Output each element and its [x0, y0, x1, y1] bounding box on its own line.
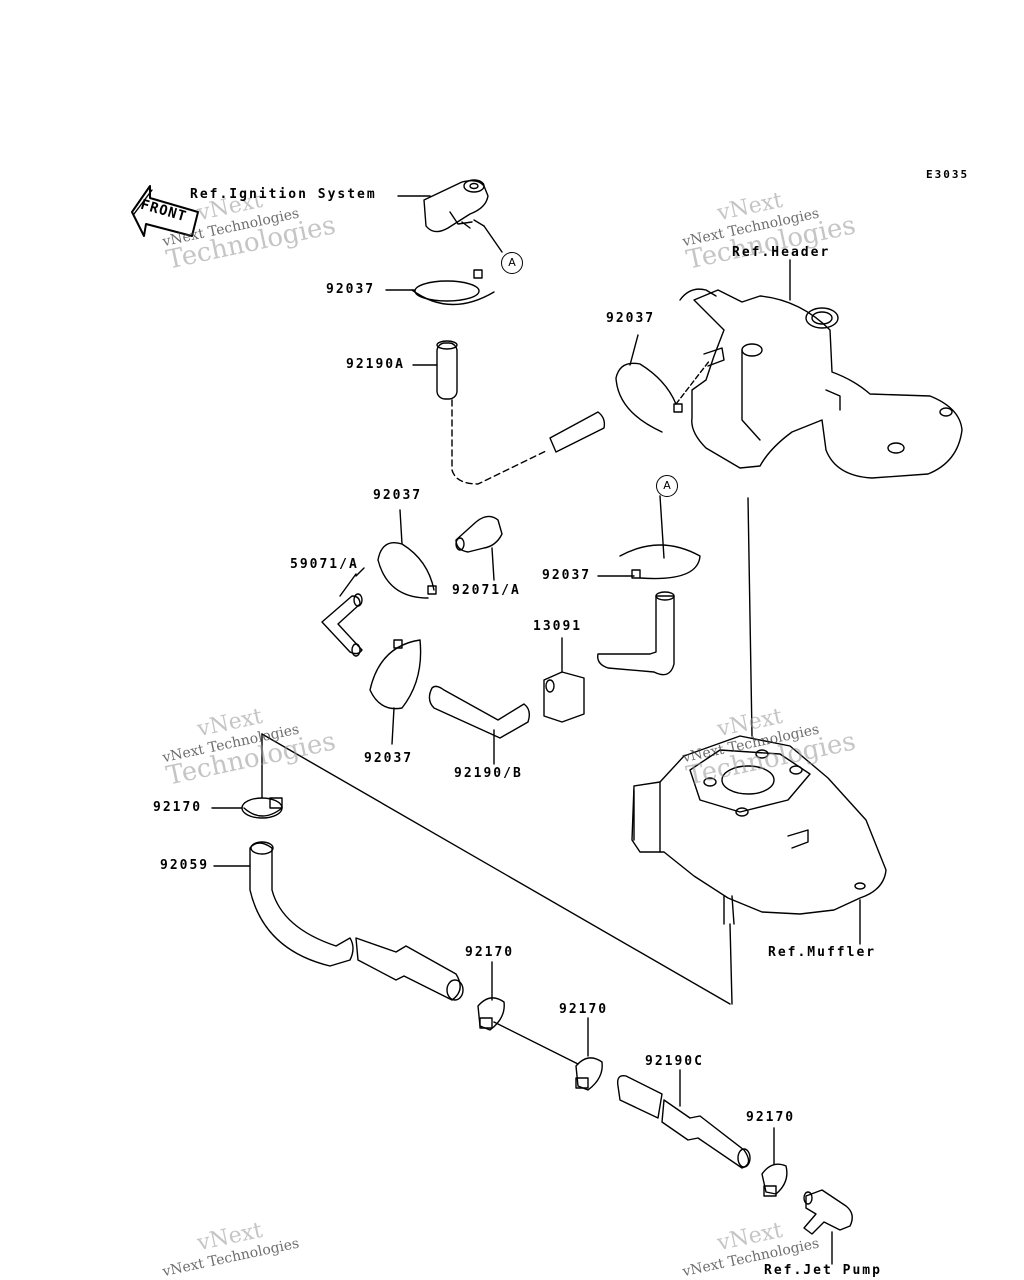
part-label-92190b: 92190/B — [454, 766, 523, 781]
part-label-92037: 92037 — [606, 311, 656, 326]
part-label-92037: 92037 — [542, 568, 592, 583]
part-label-92170: 92170 — [559, 1002, 609, 1017]
band-92037-mid-left — [377, 509, 437, 599]
fitting-92071a — [455, 515, 503, 581]
part-label-92037: 92037 — [364, 751, 414, 766]
hose-92190a — [412, 340, 606, 485]
ref-muffler-label: Ref.Muffler — [768, 945, 877, 960]
hose-92190b — [428, 685, 531, 765]
clamp-92170-d — [761, 1127, 788, 1197]
callout-a-top: A — [501, 252, 523, 274]
band-92037-mid-right — [597, 495, 701, 580]
part-label-92190a: 92190A — [346, 357, 405, 372]
part-label-92170: 92170 — [153, 800, 203, 815]
part-label-92170: 92170 — [746, 1110, 796, 1125]
plug-13091 — [543, 637, 585, 723]
band-92037-top — [385, 269, 495, 306]
pipe-59071a — [321, 573, 363, 657]
ref-header-label: Ref.Header — [732, 245, 831, 260]
muffler-part — [631, 735, 887, 1005]
header-part — [679, 259, 963, 479]
part-label-92059: 92059 — [160, 858, 210, 873]
ref-ignition-label: Ref.Ignition System — [190, 187, 377, 202]
part-label-92037: 92037 — [373, 488, 423, 503]
clamp-92170-a — [211, 797, 283, 819]
hose-right — [597, 591, 675, 676]
part-label-92037: 92037 — [326, 282, 376, 297]
part-label-92170: 92170 — [465, 945, 515, 960]
clamp-92170-c — [575, 1017, 603, 1091]
band-92037-lower — [369, 639, 422, 745]
part-label-13091: 13091 — [533, 619, 583, 634]
front-arrow-icon — [131, 185, 199, 237]
diagram-code: E3035 — [926, 168, 970, 181]
ref-jet-pump-label: Ref.Jet Pump — [764, 1263, 882, 1278]
ignition-connector — [423, 179, 503, 253]
clamp-92170-b — [477, 961, 505, 1031]
part-label-92071a: 92071/A — [452, 583, 521, 598]
band-92037-header — [615, 334, 711, 433]
callout-a-mid: A — [656, 475, 678, 497]
part-label-92190c: 92190C — [645, 1054, 704, 1069]
part-label-59071a: 59071/A — [290, 557, 359, 572]
hose-92190c — [616, 1069, 751, 1169]
jet-pump-fitting — [803, 1189, 853, 1265]
hose-92059 — [213, 841, 464, 1001]
